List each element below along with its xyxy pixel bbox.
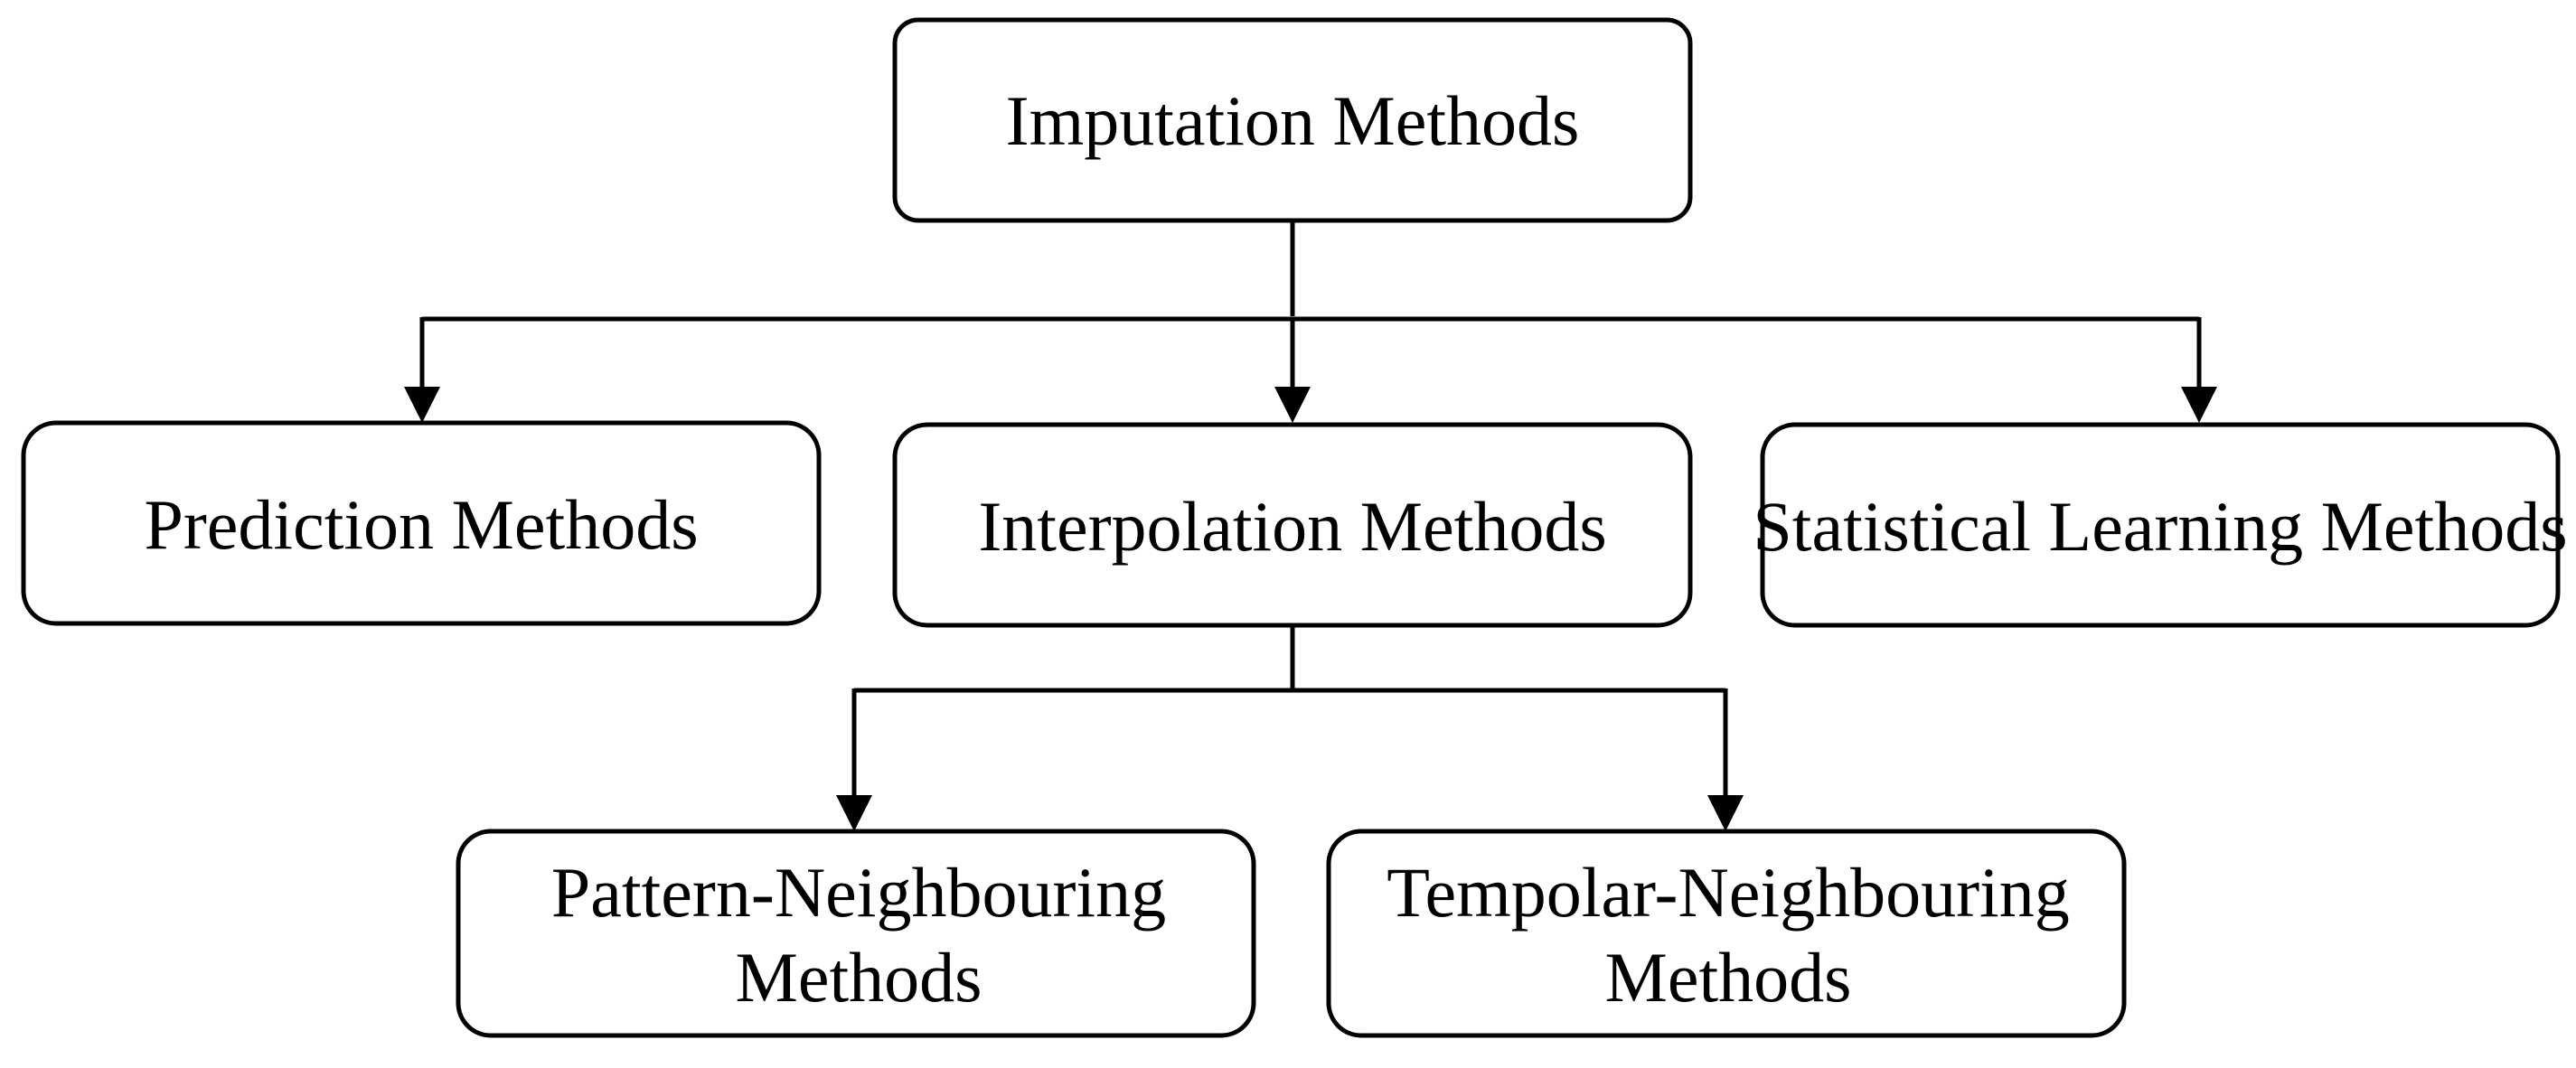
node-label: Prediction Methods (144, 485, 698, 564)
node-interpolation-methods: Interpolation Methods (892, 422, 1693, 628)
connectors-interpolation-to-level2 (836, 625, 1744, 831)
arrowhead-pattern (836, 795, 872, 831)
node-tempolar-neighbouring-methods: Tempolar-Neighbouring Methods (1326, 829, 2127, 1038)
node-label: Imputation Methods (1006, 81, 1580, 160)
node-box (456, 829, 1256, 1038)
arrowhead-tempolar (1707, 795, 1744, 831)
node-statistical-learning-methods: Statistical Learning Methods (1753, 422, 2568, 628)
node-imputation-methods: Imputation Methods (892, 17, 1693, 223)
node-label: Statistical Learning Methods (1753, 487, 2567, 566)
connectors-root-to-level1 (404, 220, 2217, 423)
arrowhead-prediction (404, 387, 440, 423)
node-box (21, 420, 822, 626)
node-pattern-neighbouring-methods: Pattern-Neighbouring Methods (456, 829, 1256, 1038)
node-prediction-methods: Prediction Methods (21, 420, 822, 626)
node-label-line2: Methods (1605, 938, 1852, 1016)
node-label-line2: Methods (736, 938, 982, 1016)
node-label-line1: Pattern-Neighbouring (551, 853, 1166, 932)
node-box (1326, 829, 2127, 1038)
node-label: Interpolation Methods (978, 487, 1606, 566)
node-box (1760, 422, 2561, 628)
arrowhead-statistical (2181, 387, 2217, 423)
node-label-line1: Tempolar-Neighbouring (1387, 853, 2069, 932)
arrowhead-interpolation (1274, 387, 1311, 423)
